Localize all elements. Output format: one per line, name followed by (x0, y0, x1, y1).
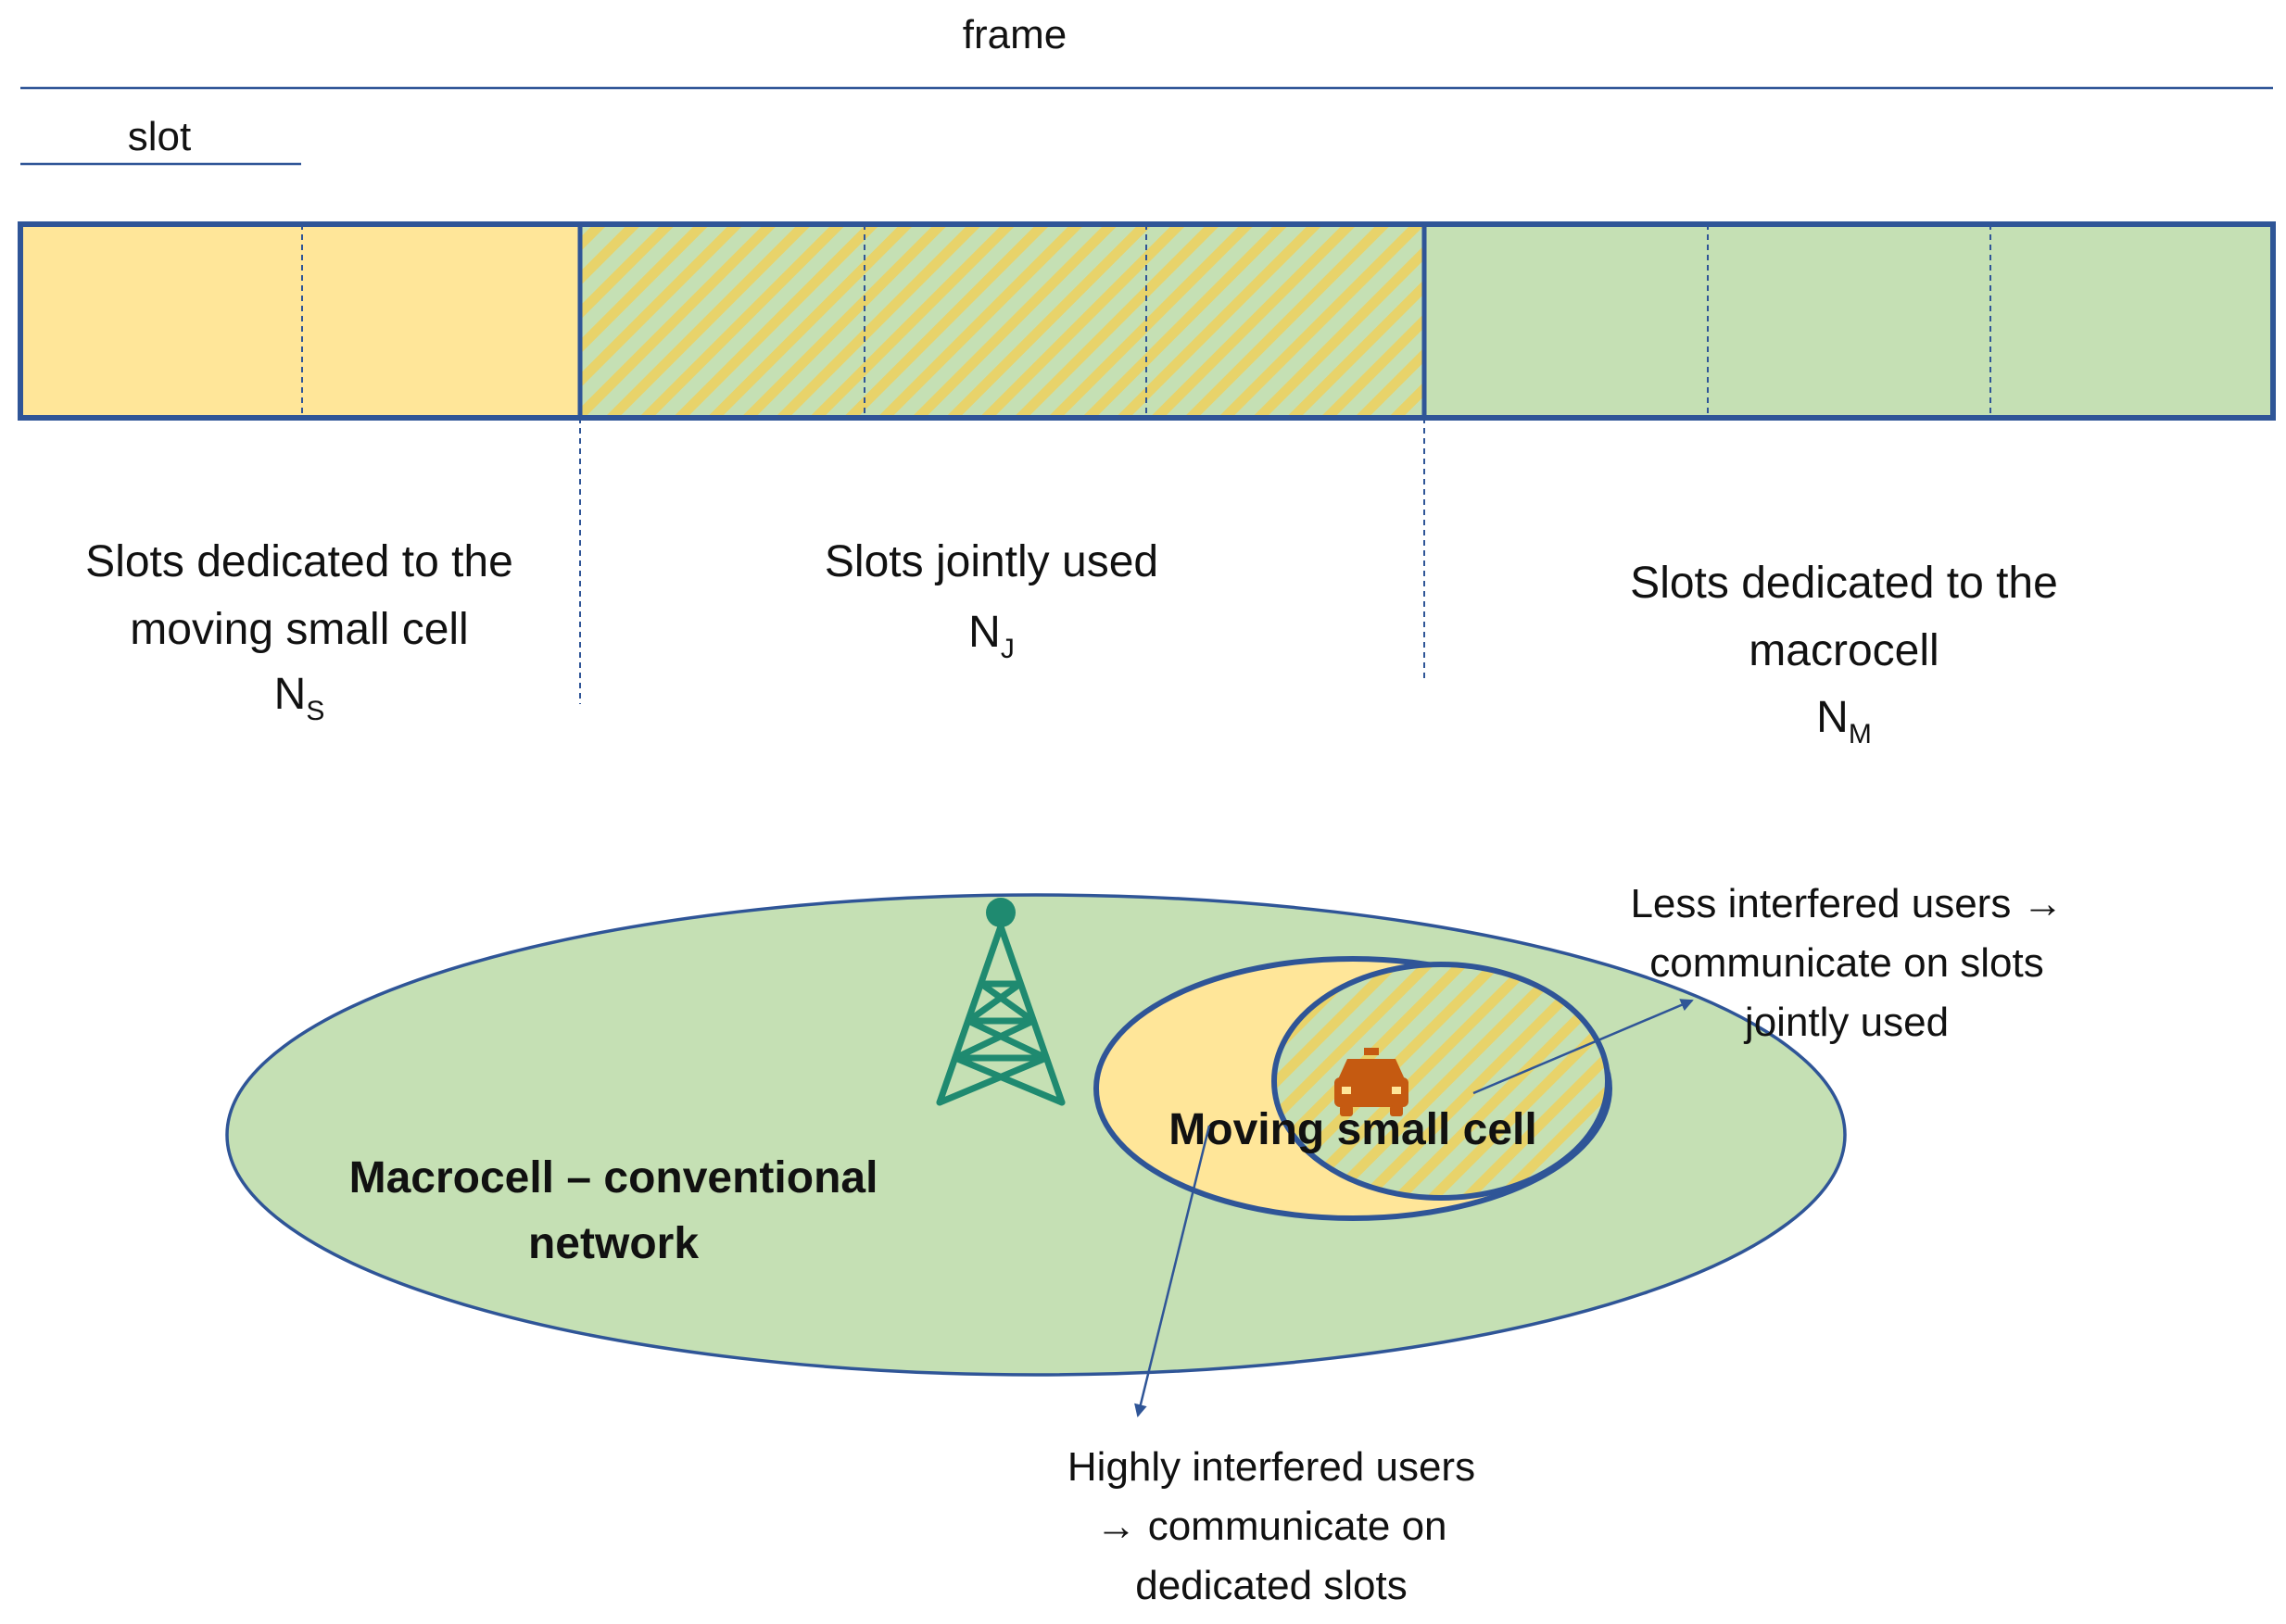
joint-slots (580, 224, 1424, 418)
macro-group-label: Slots dedicated to the macrocell NM (1630, 559, 2058, 749)
macrocell-label-line: network (528, 1219, 699, 1268)
note-line: dedicated slots (1135, 1563, 1408, 1608)
label-line: macrocell (1749, 626, 1939, 675)
note-line: Less interfered users → (1630, 881, 2063, 926)
car-icon (1334, 1048, 1408, 1116)
label-line: Slots dedicated to the (1630, 559, 2058, 608)
cell-tower-icon (936, 898, 1066, 1106)
n-symbol: NJ (968, 608, 1015, 664)
label-line: Slots dedicated to the (85, 537, 513, 586)
moving-small-cell-label: Moving small cell (1168, 1105, 1536, 1154)
n-symbol: NM (1816, 693, 1872, 749)
note-line: → communicate on (1095, 1504, 1446, 1549)
highly-interfered-arrow (1134, 1125, 1211, 1417)
joint-zone-ellipse (1271, 962, 1610, 1201)
highly-interfered-note: Highly interfered users → communicate on… (1067, 1444, 1475, 1608)
slot-bar (18, 221, 2276, 421)
macrocell-label-line: Macrocell – conventional (349, 1153, 878, 1202)
note-line: communicate on slots (1649, 940, 2044, 986)
n-symbol: NS (274, 670, 325, 726)
macrocell-slots (1424, 224, 2273, 418)
joint-group-label: Slots jointly used NJ (825, 537, 1158, 664)
frame-label: frame (963, 12, 1067, 57)
less-interfered-note: Less interfered users → communicate on s… (1630, 881, 2063, 1045)
label-line: Slots jointly used (825, 537, 1158, 586)
small-cell-group-label: Slots dedicated to the moving small cell… (85, 537, 513, 726)
frame-border (18, 221, 2276, 421)
macrocell-ellipse (225, 893, 1847, 1377)
note-line: Highly interfered users (1067, 1444, 1475, 1490)
label-line: moving small cell (130, 605, 468, 654)
small-cell-slots (20, 224, 580, 418)
note-line: jointly used (1743, 1000, 1949, 1045)
slot-label: slot (128, 114, 191, 159)
less-interfered-arrow (1472, 999, 1694, 1095)
